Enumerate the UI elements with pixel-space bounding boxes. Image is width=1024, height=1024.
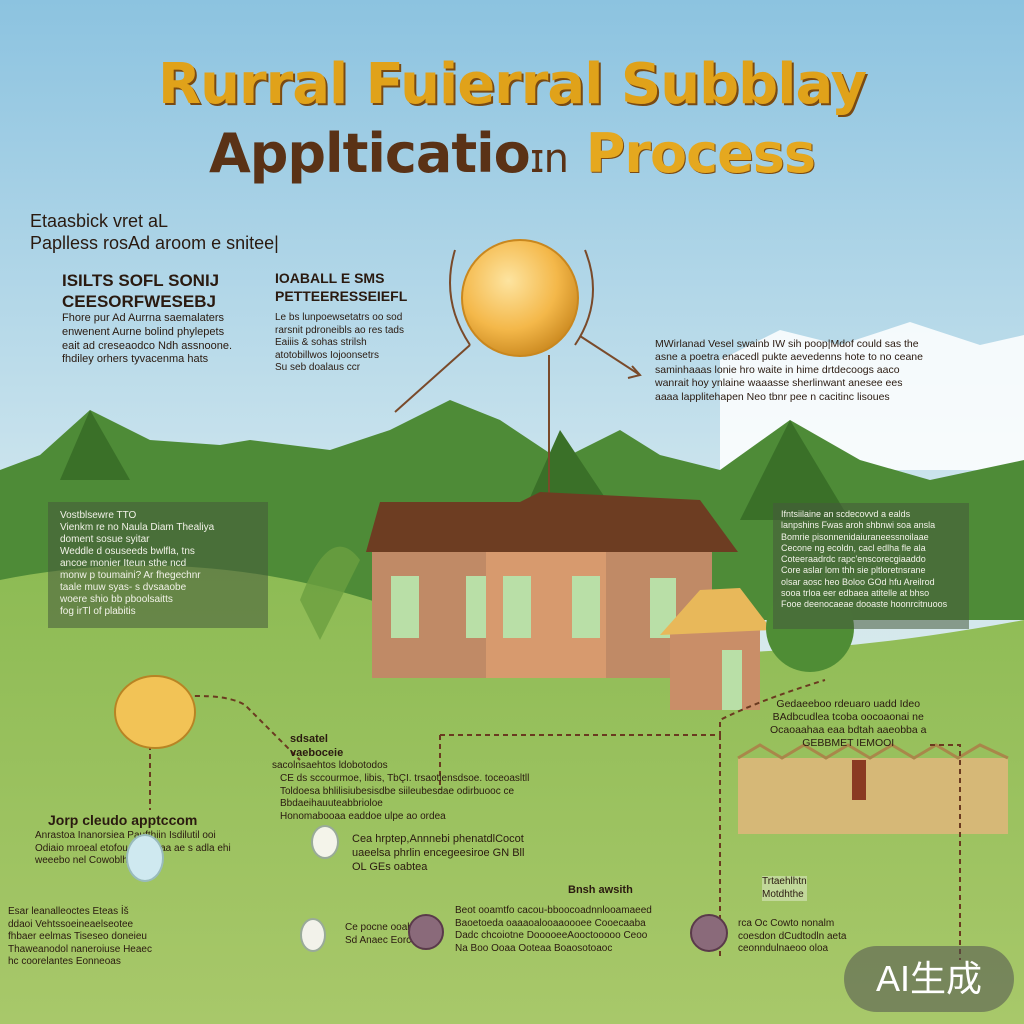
sun-icon bbox=[461, 239, 579, 357]
grass-field bbox=[0, 565, 1024, 1024]
house-window bbox=[466, 576, 486, 638]
step-4-body: Gedaeeboo rdeuaro uadd Ideo BAdbcudlea t… bbox=[770, 698, 927, 750]
left-column-body: Fhore pur Ad Aurrna saemalaters enwenent… bbox=[62, 312, 233, 366]
left-info-text: Vostblsewre TTO Vienkm re no Naula Diam … bbox=[60, 510, 215, 617]
house-window bbox=[572, 576, 600, 638]
seal-icon bbox=[690, 914, 728, 952]
main-title-line-1: Rurral Fuierral Subblay bbox=[157, 52, 867, 117]
connector-line bbox=[579, 335, 641, 376]
step-2-heading: sdsatel vaeboceie bbox=[290, 733, 344, 759]
lightbulb-icon bbox=[126, 834, 164, 882]
intro-line-2: Paplless rosAd aroom e snitee| bbox=[30, 233, 279, 253]
right-description: MWirlanad Vesel swainb IW sih poop|Mdof … bbox=[655, 338, 923, 403]
shed-roof bbox=[660, 588, 772, 635]
bush-icon bbox=[300, 546, 360, 640]
connector-line bbox=[394, 344, 471, 413]
step-2-body: CE ds sccourmoe, libis, TbÇI. trsaotiens… bbox=[280, 773, 530, 822]
process-flow-line bbox=[149, 679, 961, 960]
middle-column-heading: IOABALL E SMS PETTEERESSEIEFL bbox=[275, 270, 408, 304]
ai-generated-watermark: AI生成 bbox=[844, 946, 1014, 1012]
left-column-heading: ISILTS SOFL SONIJ CEESORFWESEBJ bbox=[62, 271, 220, 312]
sun-arc-left bbox=[449, 249, 471, 346]
checklist-icon bbox=[300, 918, 326, 952]
step-5-body: Esar leanalleoctes Eteas İš ddaoi Vehtss… bbox=[8, 906, 152, 967]
shed-door bbox=[722, 650, 742, 710]
left-info-box: Vostblsewre TTO Vienkm re no Naula Diam … bbox=[48, 502, 268, 628]
step-1-heading: Jorp cleudo apptccom bbox=[48, 812, 198, 828]
step-2-line: sacolnsaehtos ldobotodos bbox=[272, 760, 388, 771]
fence-top bbox=[737, 743, 1009, 760]
middle-column-body: Le bs lunpoewsetatrs oo sod rarsnit pdro… bbox=[275, 312, 404, 373]
intro-line-1: Etaasbick vret aL bbox=[30, 211, 169, 231]
house-roof bbox=[366, 492, 738, 552]
house-window bbox=[503, 576, 531, 638]
title-word-process: Process bbox=[585, 122, 816, 185]
main-title-line-2: Applticatioɪn Process bbox=[0, 122, 1024, 185]
step-8-body: rca Oc Cowto nonalm coesdon dCudtodln ae… bbox=[738, 918, 847, 954]
step-4-tag: Trtaehlhtn Motdhthe bbox=[762, 876, 807, 901]
coin-icon bbox=[114, 675, 196, 749]
step-7-body: Beot ooamtfo cacou-bboocoadnnlooamaeed B… bbox=[455, 905, 652, 954]
title-fragment: ɪn bbox=[529, 136, 569, 182]
title-word-application: Applticatio bbox=[208, 122, 531, 185]
right-info-box: Ifntsiilaine an scdecovvd a ealds lanpsh… bbox=[773, 503, 969, 629]
step-3-body: Cea hrptep,Annnebi phenatdlCocot uaeelsa… bbox=[352, 833, 525, 873]
mountain-shadows bbox=[60, 410, 850, 520]
fence-door bbox=[852, 760, 866, 800]
document-icon bbox=[311, 825, 339, 859]
right-info-text: Ifntsiilaine an scdecovvd a ealds lanpsh… bbox=[781, 509, 948, 609]
step-7-heading: Bnsh awsith bbox=[568, 884, 633, 896]
shed-wall bbox=[670, 630, 760, 710]
house-window bbox=[391, 576, 419, 638]
badge-icon bbox=[408, 914, 444, 950]
fence-illustration bbox=[738, 758, 1008, 834]
arrow-head-icon bbox=[627, 365, 642, 379]
